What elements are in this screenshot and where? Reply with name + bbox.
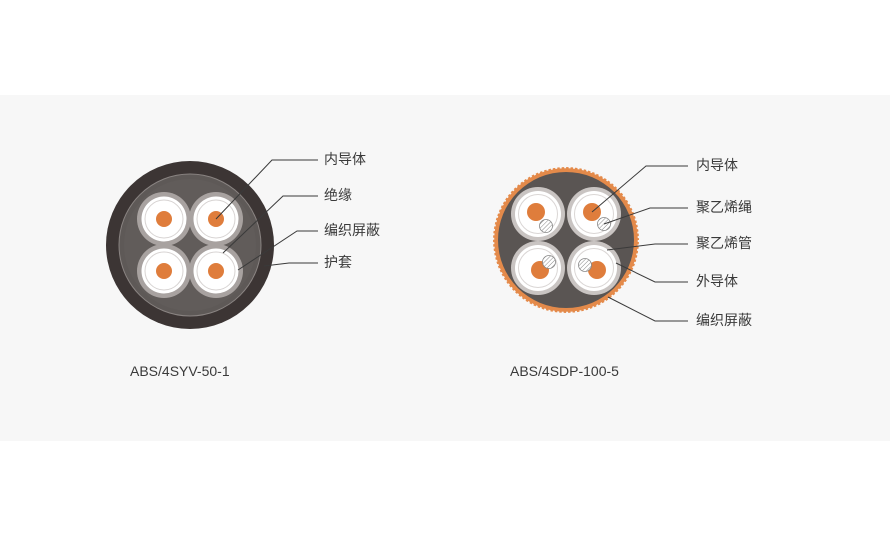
left-core-tl — [137, 192, 191, 246]
left-model-label: ABS/4SYV-50-1 — [130, 363, 230, 379]
right-leader-outer-conductor — [615, 262, 688, 283]
left-filler — [124, 179, 256, 311]
left-core-bl — [137, 244, 191, 298]
right-label-braid-shield: 编织屏蔽 — [696, 313, 752, 329]
right-core-bl — [511, 241, 565, 295]
right-leader-pe-tube — [606, 243, 688, 251]
right-label-pe-rope: 聚乙烯绳 — [696, 200, 752, 216]
right-leader-lines — [591, 165, 688, 322]
left-leader-shield — [237, 230, 318, 271]
left-leader-conductor — [215, 159, 318, 220]
right-filler — [498, 172, 634, 308]
left-cable — [106, 159, 318, 329]
left-label-inner-conductor: 内导体 — [324, 152, 366, 168]
right-leader-conductor — [591, 165, 688, 213]
right-label-pe-tube: 聚乙烯管 — [696, 236, 752, 252]
left-core-br — [189, 244, 243, 298]
left-leader-insulation — [222, 195, 318, 254]
left-label-braid-shield: 编织屏蔽 — [324, 223, 380, 239]
right-core-tl — [511, 187, 565, 241]
right-leader-pe-rope — [603, 207, 688, 225]
right-cable — [491, 165, 688, 322]
left-label-insulation: 绝缘 — [324, 188, 352, 204]
right-leader-braid — [607, 296, 688, 322]
right-core-tr — [567, 187, 621, 241]
right-core-br — [567, 241, 621, 295]
right-label-outer-conductor: 外导体 — [696, 274, 738, 290]
right-label-inner-conductor: 内导体 — [696, 158, 738, 174]
left-leader-jacket — [263, 262, 318, 267]
right-model-label: ABS/4SDP-100-5 — [510, 363, 619, 379]
left-label-jacket: 护套 — [324, 255, 352, 271]
left-leader-lines — [215, 159, 318, 271]
